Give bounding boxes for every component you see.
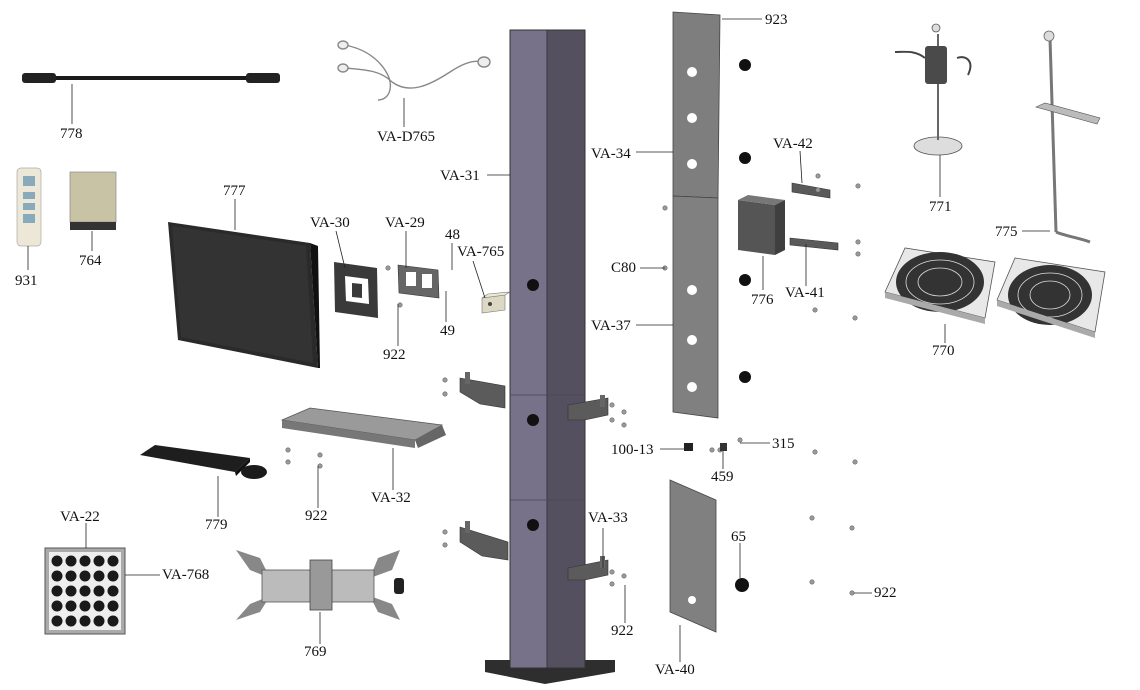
holder-left-upper — [459, 372, 506, 409]
label-779: 779 — [205, 517, 228, 533]
remote-931 — [16, 167, 42, 247]
shelf-va-32 — [280, 407, 446, 448]
leader-lines — [27, 18, 1050, 662]
target-dot — [79, 570, 91, 582]
mount-plate-va-30 — [334, 262, 378, 318]
target-dot — [107, 615, 119, 627]
target-dot — [51, 615, 63, 627]
target-dot — [65, 570, 77, 582]
y-cable-va-d765 — [337, 40, 491, 101]
label-va-29: VA-29 — [385, 215, 425, 231]
target-dot — [79, 600, 91, 612]
bracket-va-29 — [397, 264, 440, 299]
label-775: 775 — [995, 224, 1018, 240]
label-459: 459 — [711, 469, 734, 485]
label-770: 770 — [932, 343, 955, 359]
target-dot — [107, 570, 119, 582]
label-va-40: VA-40 — [655, 662, 695, 678]
panel-va-34 — [672, 11, 751, 383]
target-dot — [51, 585, 63, 597]
monitor-777 — [168, 222, 320, 368]
label-922-right: 922 — [874, 585, 897, 601]
stand-775 — [1035, 30, 1101, 244]
label-49: 49 — [440, 323, 455, 339]
wheel-clamp-769 — [236, 550, 404, 620]
panel-va-37 — [672, 195, 719, 419]
label-922-bottom: 922 — [611, 623, 634, 639]
target-dot — [65, 615, 77, 627]
target-dot — [79, 555, 91, 567]
target-dot-grid — [51, 555, 119, 627]
target-dot — [51, 570, 63, 582]
label-776: 776 — [751, 292, 774, 308]
target-dot — [79, 615, 91, 627]
label-va-34: VA-34 — [591, 146, 631, 162]
stand-771 — [894, 23, 972, 156]
label-va-31: VA-31 — [440, 168, 480, 184]
bracket-va-41 — [789, 237, 839, 251]
label-va-768: VA-768 — [162, 567, 210, 583]
target-dot — [51, 555, 63, 567]
holder-right-lower-va-33 — [567, 556, 609, 581]
turntable-770-right — [996, 257, 1106, 338]
target-dot — [93, 570, 105, 582]
label-va-d765: VA-D765 — [377, 129, 436, 145]
target-dot — [65, 600, 77, 612]
label-778: 778 — [60, 126, 83, 142]
main-column-va-31 — [485, 29, 615, 684]
target-dot — [65, 585, 77, 597]
panel-va-40 — [669, 479, 749, 633]
target-dot — [51, 600, 63, 612]
label-923: 923 — [765, 12, 788, 28]
target-dot — [93, 585, 105, 597]
sensor-va-765 — [481, 291, 511, 314]
label-va-37: VA-37 — [591, 318, 631, 334]
target-dot — [79, 585, 91, 597]
label-va-765: VA-765 — [457, 244, 505, 260]
label-769: 769 — [304, 644, 327, 660]
target-dot — [107, 600, 119, 612]
label-65: 65 — [731, 529, 746, 545]
box-776 — [738, 195, 785, 255]
label-va-42: VA-42 — [773, 136, 813, 152]
label-va-32: VA-32 — [371, 490, 411, 506]
target-dot — [93, 555, 105, 567]
holder-left-lower — [459, 521, 509, 561]
label-va-30: VA-30 — [310, 215, 350, 231]
power-supply-764 — [69, 171, 117, 230]
holder-right-upper — [567, 395, 609, 421]
label-100-13: 100-13 — [611, 442, 654, 458]
label-931: 931 — [15, 273, 38, 289]
label-48: 48 — [445, 227, 460, 243]
target-dot — [65, 555, 77, 567]
keyboard-779 — [140, 445, 267, 479]
turntable-770-left — [884, 247, 996, 324]
cable-778 — [22, 73, 280, 83]
label-771: 771 — [929, 199, 952, 215]
bracket-va-42 — [791, 182, 831, 199]
label-315: 315 — [772, 436, 795, 452]
label-va-41: VA-41 — [785, 285, 825, 301]
target-dot — [107, 585, 119, 597]
label-764: 764 — [79, 253, 102, 269]
label-va-33: VA-33 — [588, 510, 628, 526]
label-c80: C80 — [611, 260, 637, 276]
target-dot — [93, 600, 105, 612]
label-922-shelf: 922 — [305, 508, 328, 524]
label-777: 777 — [223, 183, 246, 199]
part-459 — [720, 443, 727, 451]
target-dot — [107, 555, 119, 567]
label-922-monitor: 922 — [383, 347, 406, 363]
part-100-13 — [684, 443, 693, 451]
label-va-22: VA-22 — [60, 509, 100, 525]
target-dot — [93, 615, 105, 627]
